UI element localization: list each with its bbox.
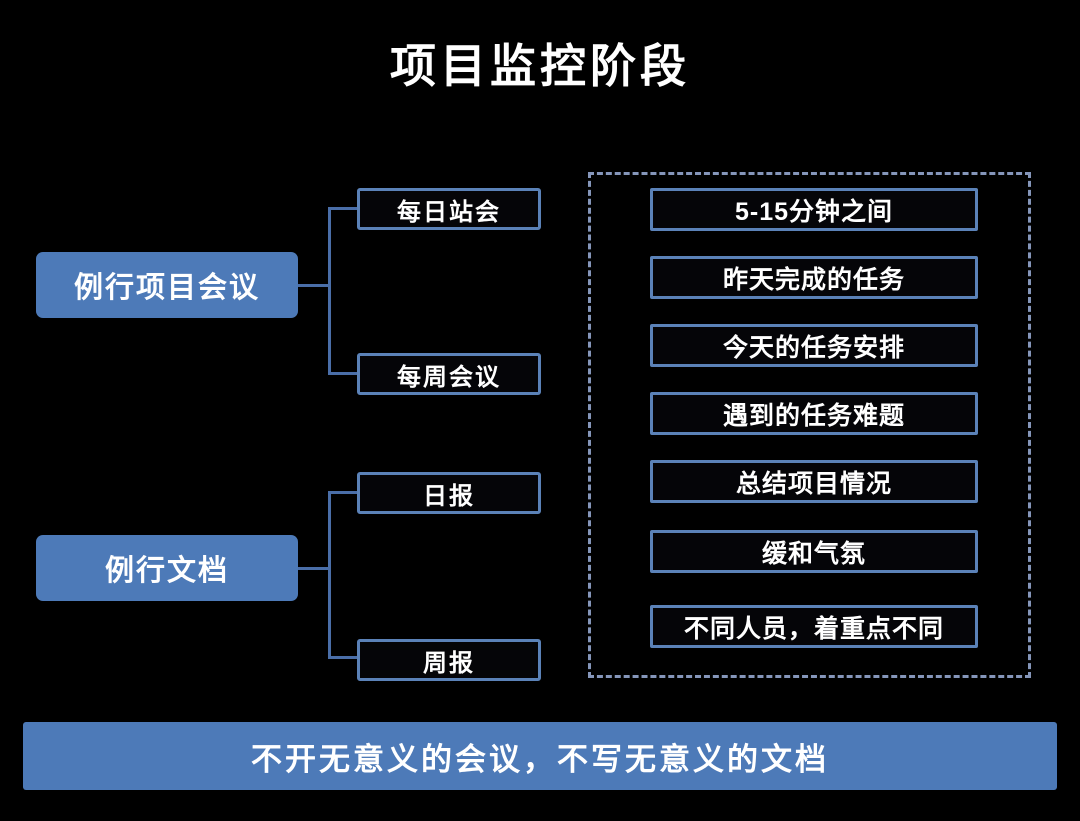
note-task-problems: 遇到的任务难题 xyxy=(650,392,978,435)
footer-slogan: 不开无意义的会议，不写无意义的文档 xyxy=(23,722,1057,790)
connector-line xyxy=(298,567,328,570)
node-routine-documents: 例行文档 xyxy=(36,535,298,601)
connector-line xyxy=(298,284,328,287)
connector-line xyxy=(328,207,331,375)
page-title: 项目监控阶段 xyxy=(390,40,690,92)
note-today-plan: 今天的任务安排 xyxy=(650,324,978,367)
node-weekly-meeting: 每周会议 xyxy=(357,353,541,395)
connector-line xyxy=(331,207,357,210)
notes-panel xyxy=(588,172,1031,678)
node-routine-project-meetings: 例行项目会议 xyxy=(36,252,298,318)
connector-line xyxy=(331,372,357,375)
note-yesterday-tasks: 昨天完成的任务 xyxy=(650,256,978,299)
note-different-focus: 不同人员，着重点不同 xyxy=(650,605,978,648)
note-ease-atmosphere: 缓和气氛 xyxy=(650,530,978,573)
node-daily-standup: 每日站会 xyxy=(357,188,541,230)
node-weekly-report: 周报 xyxy=(357,639,541,681)
node-daily-report: 日报 xyxy=(357,472,541,514)
connector-line xyxy=(328,491,331,659)
note-project-summary: 总结项目情况 xyxy=(650,460,978,503)
connector-line xyxy=(331,656,357,659)
note-duration: 5-15分钟之间 xyxy=(650,188,978,231)
connector-line xyxy=(331,491,357,494)
